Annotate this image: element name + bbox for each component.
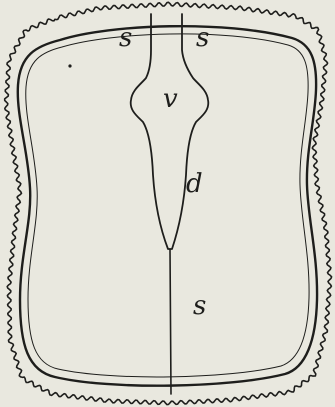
speck-mark bbox=[68, 64, 71, 67]
inner-boundary bbox=[18, 26, 317, 386]
outer-wavy-boundary bbox=[5, 2, 332, 404]
label-d: d bbox=[186, 169, 203, 199]
label-s-upper-left: s bbox=[119, 23, 132, 53]
label-s-lower: s bbox=[193, 291, 206, 321]
label-v: v bbox=[163, 84, 178, 114]
median-suture-line bbox=[170, 249, 171, 394]
label-s-upper-right: s bbox=[196, 23, 209, 53]
